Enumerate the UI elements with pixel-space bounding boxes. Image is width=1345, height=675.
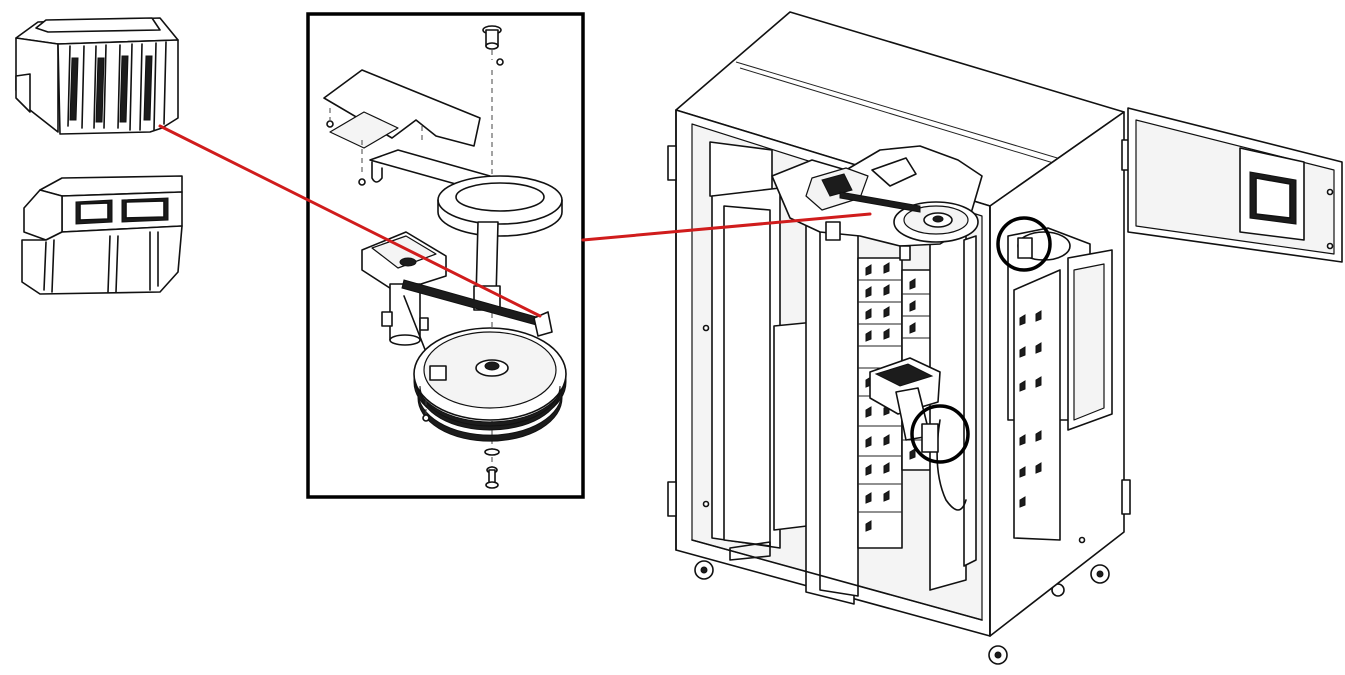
two-window-cartridge-holder-icon xyxy=(21,175,183,295)
slotted-cartridge-holder-icon xyxy=(15,17,179,135)
leader-line-part-to-detail xyxy=(158,124,542,318)
leader-line-detail-to-cabinet xyxy=(581,212,872,242)
callout-circle-lower xyxy=(910,404,970,464)
red-leader-lines xyxy=(158,124,872,318)
library-cabinet-open-door-icon xyxy=(667,11,1343,665)
callout-circle-upper xyxy=(996,216,1052,272)
turntable-drive-assembly-exploded-icon xyxy=(306,12,585,499)
